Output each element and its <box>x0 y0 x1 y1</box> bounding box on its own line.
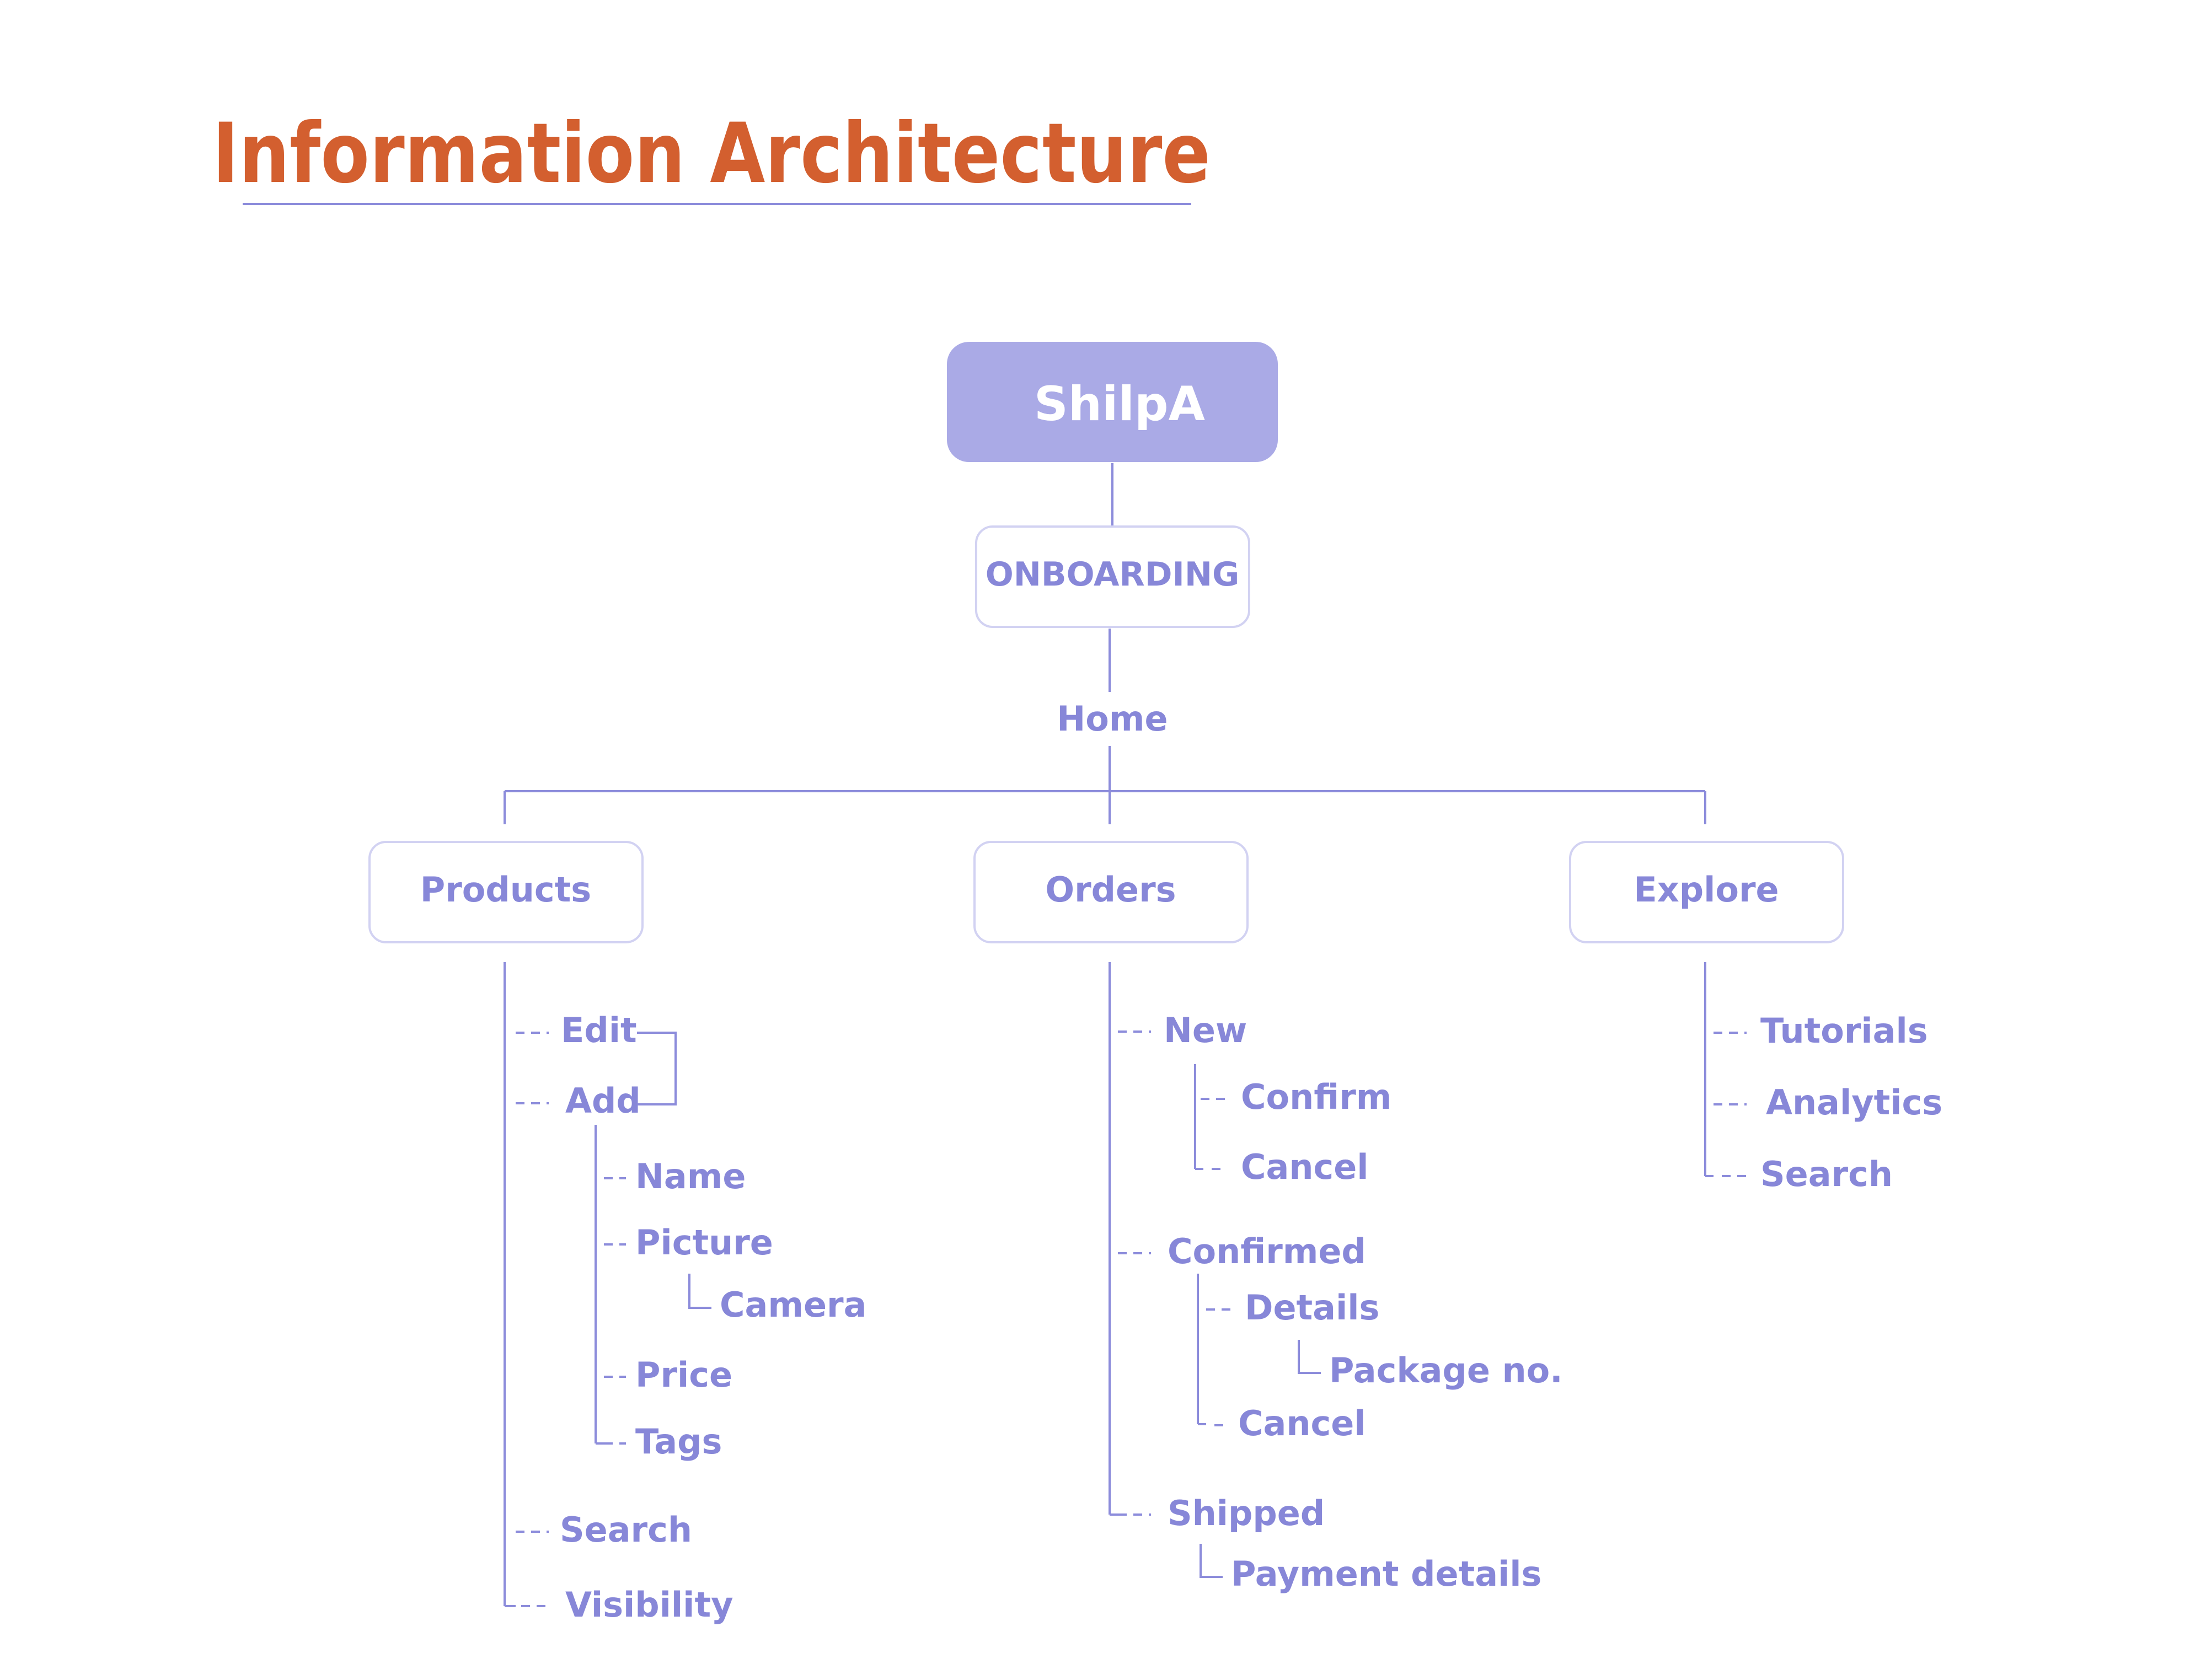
details-label: Details <box>1245 1287 1379 1328</box>
confirm-label: Confirm <box>1241 1077 1391 1117</box>
name-label: Name <box>635 1156 746 1196</box>
tutorials-label: Tutorials <box>1760 1011 1928 1051</box>
products-search-label: Search <box>560 1510 692 1550</box>
edit-label: Edit <box>561 1010 637 1050</box>
onboarding-label: ONBOARDING <box>986 555 1240 594</box>
orders-node <box>973 841 1249 943</box>
shipped-label: Shipped <box>1168 1493 1325 1533</box>
shipped-payment-connector <box>1200 1544 1223 1578</box>
root-label: ShilpA <box>1034 377 1206 432</box>
add-label: Add <box>565 1081 641 1121</box>
details-package-connector <box>1298 1340 1321 1374</box>
orders-label: Orders <box>1045 869 1176 910</box>
home-label: Home <box>1057 699 1168 739</box>
price-label: Price <box>635 1355 732 1395</box>
analytics-label: Analytics <box>1766 1082 1942 1123</box>
picture-camera-connector <box>688 1274 711 1309</box>
explore-node <box>1569 841 1844 943</box>
products-node <box>368 841 644 943</box>
confirmed-label: Confirmed <box>1168 1231 1366 1271</box>
picture-label: Picture <box>635 1222 773 1263</box>
page-title: Information Architecture <box>212 106 1211 202</box>
products-label: Products <box>420 869 591 910</box>
onboarding-node <box>975 525 1250 628</box>
payment-details-label: Payment details <box>1231 1554 1541 1594</box>
edit-add-bracket <box>637 1032 677 1105</box>
explore-label: Explore <box>1634 869 1779 910</box>
cancel-new-label: Cancel <box>1241 1147 1369 1187</box>
cancel-confirmed-label: Cancel <box>1238 1403 1366 1443</box>
camera-label: Camera <box>720 1285 866 1325</box>
tags-label: Tags <box>635 1421 722 1462</box>
visibility-label: Visibility <box>565 1585 733 1625</box>
root-node <box>947 342 1278 462</box>
package-no-label: Package no. <box>1329 1350 1563 1391</box>
explore-search-label: Search <box>1760 1154 1893 1194</box>
new-label: New <box>1164 1010 1247 1050</box>
